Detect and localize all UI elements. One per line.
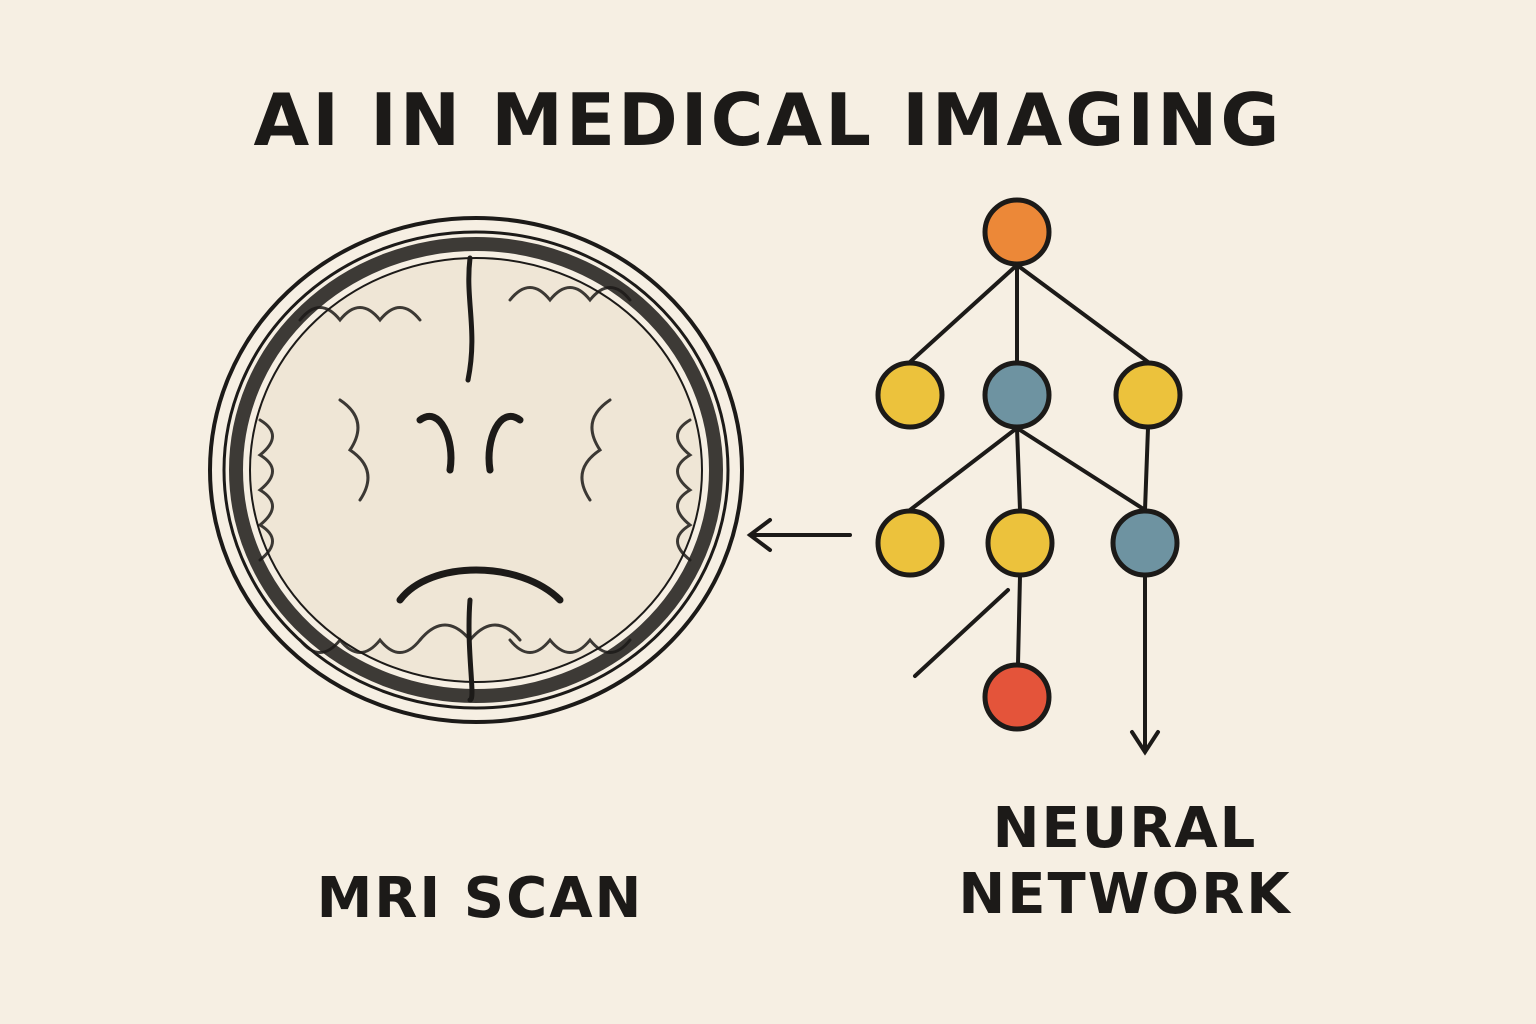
ventricles (396, 413, 564, 604)
brain-dark-rim (229, 237, 723, 703)
neural-network-label: NEURAL NETWORK (900, 796, 1350, 928)
network-node-blue (1110, 508, 1180, 578)
label-line-2: NETWORK (958, 862, 1292, 927)
network-nodes (875, 197, 1183, 732)
mri-scan-label: MRI SCAN (316, 866, 644, 931)
network-node-yellow (1113, 360, 1183, 430)
network-node-yellow (985, 508, 1055, 578)
network-node-yellow (875, 508, 945, 578)
network-edges (908, 263, 1160, 756)
skull-outline (208, 216, 744, 724)
network-node-blue (982, 360, 1052, 430)
mri-brain-drawing (208, 216, 744, 724)
label-line-1: NEURAL (992, 796, 1258, 861)
page-title: AI IN MEDICAL IMAGING (253, 78, 1283, 162)
arrow-to-mri (746, 518, 852, 552)
network-node-red (982, 662, 1052, 732)
skull-inner (222, 230, 730, 710)
network-node-orange (982, 197, 1052, 267)
network-node-yellow (875, 360, 945, 430)
midline-fissure (465, 255, 475, 703)
